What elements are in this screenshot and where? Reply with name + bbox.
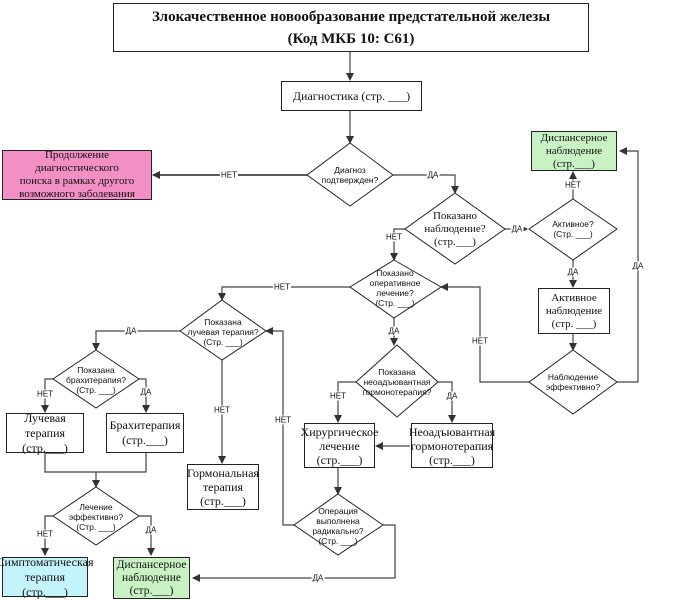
edge-radical-yes bbox=[192, 524, 396, 582]
diamond-radiation-indicated bbox=[179, 299, 267, 361]
label-brachy-yes: ДА bbox=[139, 387, 153, 397]
diamond-treatment-effective bbox=[52, 486, 140, 546]
operation-radical-text: Операция выполнена радикально? (Стр. ___… bbox=[312, 506, 364, 546]
node-surgical-treatment[interactable]: Хирургическое лечение (стр.___) bbox=[300, 423, 379, 468]
observation-effective-text: Наблюдение эффективно? bbox=[545, 372, 601, 392]
label-radical-no: НЕТ bbox=[274, 415, 292, 425]
label-surgery-no: НЕТ bbox=[273, 282, 291, 292]
diagnosis-confirmed-text: Диагноз подтвержден? bbox=[321, 165, 379, 185]
node-dispensary-top[interactable]: Диспансерное наблюдение (стр.___) bbox=[531, 131, 617, 171]
title-box: Злокачественное новообразование предстат… bbox=[113, 3, 589, 52]
edge-brachy-no bbox=[41, 378, 53, 413]
radiation-indicated-text: Показана лучевая терапия? (Стр. ___) bbox=[187, 317, 259, 347]
label-effective-yes: ДА bbox=[631, 261, 645, 271]
label-radiation-yes: ДА bbox=[124, 326, 138, 336]
edge-effective2-no bbox=[41, 515, 53, 556]
diamond-observation-indicated bbox=[404, 192, 506, 265]
node-radiation-therapy[interactable]: Лучевая терапия (стр.___) bbox=[6, 411, 84, 455]
edge-radical-no bbox=[265, 327, 294, 526]
label-neo-yes: ДА bbox=[445, 391, 459, 401]
edge-neo-yes bbox=[438, 381, 456, 423]
label-surgery-yes: ДА bbox=[387, 326, 401, 336]
node-continue-search[interactable]: Продолжение диагностического поиска в ра… bbox=[2, 149, 152, 200]
title-line1: Злокачественное новообразование предстат… bbox=[151, 8, 551, 25]
neoadjuvant-indicated-text: Показана неоадъювантная гормонотерапия? bbox=[362, 367, 432, 397]
edge-obs-no bbox=[390, 228, 405, 261]
diamond-active bbox=[528, 198, 618, 261]
surgery-indicated-text: Показано оперативное лечение? (Стр. ___) bbox=[369, 268, 421, 308]
label-obs-yes: ДА bbox=[510, 224, 524, 234]
label-confirmed-yes: ДА bbox=[426, 170, 440, 180]
treatment-effective-text: Лечение эффективно? (Стр. ___) bbox=[68, 502, 124, 532]
edge-radiation-yes bbox=[92, 330, 180, 351]
brachy-indicated-text: Показана брахитерапия? (Стр. ___) bbox=[66, 365, 126, 395]
diamond-surgery-indicated bbox=[349, 259, 442, 319]
label-obs-no: НЕТ bbox=[385, 232, 403, 242]
diamond-brachy-indicated bbox=[52, 349, 140, 409]
node-active-observation[interactable]: Активное наблюдение (стр. ___) bbox=[538, 288, 610, 334]
label-active-no: НЕТ bbox=[564, 180, 582, 190]
node-dispensary-bottom[interactable]: Диспансерное наблюдение (стр.___) bbox=[113, 557, 190, 599]
observation-indicated-text: Показано наблюдение? (стр.___) bbox=[424, 209, 486, 248]
edge-merge bbox=[44, 453, 147, 473]
node-symptomatic[interactable]: Симптоматическая терапия (стр.___) bbox=[0, 554, 94, 599]
diamond-operation-radical bbox=[293, 493, 384, 556]
label-neo-no: НЕТ bbox=[329, 391, 347, 401]
edge-neo-no bbox=[334, 381, 356, 423]
edge-surgery-no bbox=[218, 286, 350, 301]
node-neoadjuvant-therapy[interactable]: Неоадъювантная гормонотерапия (стр.___) bbox=[408, 423, 496, 468]
label-confirmed-no: НЕТ bbox=[220, 170, 238, 180]
diamond-neoadjuvant-indicated bbox=[355, 344, 439, 418]
node-brachytherapy[interactable]: Брахитерапия (стр.___) bbox=[106, 413, 184, 453]
edge-effective2-yes bbox=[139, 515, 155, 556]
node-diagnostics[interactable]: Диагностика (стр. ___) bbox=[281, 81, 422, 111]
node-diagnostics-label: Диагностика (стр. ___) bbox=[292, 88, 411, 103]
edge-confirmed-yes bbox=[393, 174, 459, 194]
label-effective2-no: НЕТ bbox=[36, 529, 54, 539]
label-effective2-yes: ДА bbox=[144, 525, 158, 535]
diamond-observation-effective bbox=[528, 349, 618, 415]
label-radiation-no: НЕТ bbox=[213, 405, 231, 415]
edge-brachy-yes bbox=[139, 378, 150, 413]
label-radical-yes: ДА bbox=[311, 573, 325, 583]
diamond-diagnosis-confirmed bbox=[306, 142, 394, 207]
node-hormonal-therapy[interactable]: Гормональная терапия (стр.___) bbox=[187, 464, 259, 510]
title-line2: (Код МКБ 10: C61) bbox=[287, 30, 415, 47]
label-active-yes: ДА bbox=[566, 267, 580, 277]
edge-effective-no bbox=[440, 283, 529, 383]
label-effective-no: НЕТ bbox=[471, 336, 489, 346]
active-text: Активное? (Стр. ___) bbox=[552, 219, 594, 239]
label-brachy-no: НЕТ bbox=[36, 389, 54, 399]
